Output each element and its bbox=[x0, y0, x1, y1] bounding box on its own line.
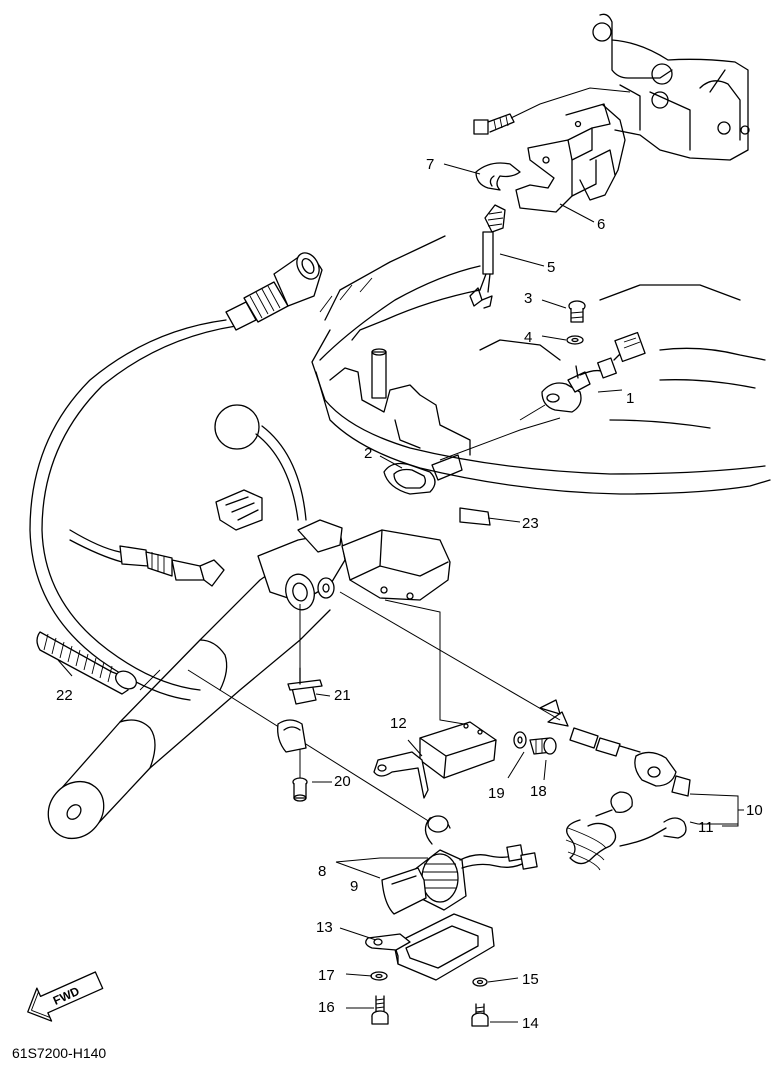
part-11-lanyard-cord bbox=[565, 791, 687, 871]
part-17-washer bbox=[370, 971, 388, 981]
cable-clamp bbox=[277, 719, 307, 753]
part-label-9: 9 bbox=[350, 878, 358, 895]
part-label-17: 17 bbox=[318, 967, 335, 984]
part-label-20: 20 bbox=[334, 773, 351, 790]
fwd-direction-arrow: FWD bbox=[27, 971, 104, 1022]
lower-cowling bbox=[311, 235, 771, 495]
part-8-main-switch bbox=[413, 815, 538, 911]
part-label-19: 19 bbox=[488, 785, 505, 802]
part-20-bolt bbox=[292, 777, 308, 802]
bracket-bolt bbox=[473, 87, 631, 135]
part-15-washer bbox=[472, 977, 488, 987]
part-label-22: 22 bbox=[56, 687, 73, 704]
part-2-grommet bbox=[383, 462, 436, 495]
shift-cable bbox=[69, 529, 225, 587]
part-16-bolt bbox=[371, 995, 389, 1025]
shift-lever bbox=[214, 404, 307, 521]
part-21-clip bbox=[287, 667, 323, 705]
part-label-6: 6 bbox=[597, 216, 605, 233]
part-label-8: 8 bbox=[318, 863, 326, 880]
part-label-21: 21 bbox=[334, 687, 351, 704]
engine-bracket-outline bbox=[579, 13, 750, 201]
part-label-13: 13 bbox=[316, 919, 333, 936]
throttle-cable bbox=[29, 252, 323, 701]
part-label-16: 16 bbox=[318, 999, 335, 1016]
part-19-washer bbox=[513, 731, 527, 749]
part-label-4: 4 bbox=[524, 329, 532, 346]
part-1-stop-switch bbox=[519, 331, 646, 421]
part-13-switch-cover bbox=[365, 913, 495, 981]
part-18-bolt bbox=[529, 737, 557, 755]
part-5-lanyard-switch bbox=[469, 204, 506, 309]
part-label-1: 1 bbox=[626, 390, 634, 407]
part-label-2: 2 bbox=[364, 445, 372, 462]
part-3-screw bbox=[568, 300, 586, 323]
part-label-5: 5 bbox=[547, 259, 555, 276]
part-10-lanyard-switch bbox=[539, 699, 691, 797]
part-9-key bbox=[381, 867, 427, 915]
part-label-12: 12 bbox=[390, 715, 407, 732]
part-label-3: 3 bbox=[524, 290, 532, 307]
part-label-23: 23 bbox=[522, 515, 539, 532]
part-12-bracket bbox=[373, 721, 497, 799]
part-6-bracket bbox=[515, 103, 611, 213]
callout-leaders bbox=[57, 163, 744, 1023]
part-label-14: 14 bbox=[522, 1015, 539, 1032]
part-14-bolt bbox=[471, 1003, 489, 1027]
tiller-handle bbox=[47, 547, 331, 840]
part-23-label bbox=[459, 507, 491, 526]
part-4-washer bbox=[566, 335, 584, 345]
part-label-10: 10 bbox=[746, 802, 763, 819]
part-labels: 1 2 3 4 5 6 7 8 9 10 11 12 13 14 15 16 1… bbox=[56, 156, 763, 1032]
part-label-11: 11 bbox=[698, 819, 714, 836]
part-7-clip bbox=[475, 162, 521, 191]
part-label-15: 15 bbox=[522, 971, 539, 988]
part-label-7: 7 bbox=[426, 156, 434, 173]
tiller-bracket-body bbox=[215, 489, 451, 611]
part-label-18: 18 bbox=[530, 783, 547, 800]
part-22-grip bbox=[36, 631, 137, 695]
diagram-code: 61S7200-H140 bbox=[12, 1045, 106, 1061]
